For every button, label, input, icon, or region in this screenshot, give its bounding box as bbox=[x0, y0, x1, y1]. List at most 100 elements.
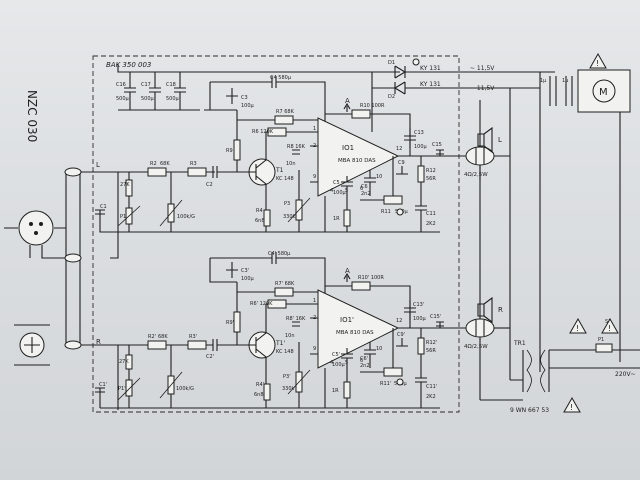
svg-text:C9: C9 bbox=[398, 160, 405, 166]
resistor-r2 bbox=[147, 167, 167, 177]
svg-text:2K2: 2K2 bbox=[426, 394, 436, 400]
svg-text:R7 68K: R7 68K bbox=[276, 109, 295, 115]
resistor-r3-right bbox=[187, 340, 207, 350]
svg-text:10n: 10n bbox=[286, 161, 296, 167]
svg-text:C4' 580µ: C4' 580µ bbox=[268, 251, 291, 257]
svg-text:R10 100R: R10 100R bbox=[360, 103, 385, 109]
svg-text:12: 12 bbox=[396, 318, 402, 324]
svg-text:1R: 1R bbox=[332, 388, 339, 394]
svg-text:2K2: 2K2 bbox=[426, 221, 436, 227]
svg-text:!: ! bbox=[576, 324, 579, 333]
resistor-r3 bbox=[187, 167, 207, 177]
svg-text:C13: C13 bbox=[414, 130, 424, 136]
svg-text:D2: D2 bbox=[388, 94, 395, 100]
pot-p1-right bbox=[125, 379, 133, 397]
svg-text:C5': C5' bbox=[332, 352, 340, 358]
resistor-r4 bbox=[263, 209, 271, 227]
svg-text:1: 1 bbox=[313, 298, 316, 304]
svg-text:C2': C2' bbox=[206, 354, 214, 360]
resistor-r10 bbox=[351, 109, 371, 119]
svg-text:C16: C16 bbox=[116, 82, 126, 88]
svg-text:R8 16K: R8 16K bbox=[287, 144, 306, 150]
svg-text:100k/G: 100k/G bbox=[177, 214, 195, 220]
mains-voltage: 220V~ bbox=[615, 371, 636, 378]
svg-text:2n2: 2n2 bbox=[360, 363, 370, 369]
channel-left: R2 68K 27K P1 100k/G C1 R3 C2 T1 K bbox=[95, 58, 510, 233]
svg-text:R6 120K: R6 120K bbox=[252, 129, 274, 135]
svg-text:1µ: 1µ bbox=[562, 78, 569, 84]
svg-text:P3': P3' bbox=[283, 374, 291, 380]
svg-text:R9: R9 bbox=[226, 148, 233, 154]
svg-text:C5: C5 bbox=[333, 180, 340, 186]
svg-text:C11': C11' bbox=[426, 384, 437, 390]
svg-text:C3': C3' bbox=[241, 268, 249, 274]
svg-text:C4 580µ: C4 580µ bbox=[270, 75, 292, 81]
svg-text:R4': R4' bbox=[256, 382, 264, 388]
supply-section: C16 500µ C17 500µ C18 500µ D1 KY 131 bbox=[116, 60, 555, 132]
warning-icon-3 bbox=[601, 317, 619, 334]
side-label: NZC 030 bbox=[25, 90, 39, 142]
svg-text:C2: C2 bbox=[206, 182, 213, 188]
svg-text:KY 131: KY 131 bbox=[420, 65, 441, 72]
svg-text:1: 1 bbox=[313, 126, 316, 132]
svg-text:100µ: 100µ bbox=[413, 316, 427, 322]
svg-text:R11': R11' bbox=[380, 381, 391, 387]
ic-io1-right bbox=[317, 289, 400, 369]
svg-text:!: ! bbox=[596, 59, 599, 68]
svg-text:500µ: 500µ bbox=[141, 96, 155, 102]
svg-text:100µ: 100µ bbox=[333, 190, 347, 196]
resistor-r4-right bbox=[263, 383, 271, 401]
svg-text:C11: C11 bbox=[426, 211, 436, 217]
svg-text:10n: 10n bbox=[285, 333, 295, 339]
svg-text:C6: C6 bbox=[361, 184, 368, 190]
svg-text:100k/G: 100k/G bbox=[176, 386, 194, 392]
svg-text:4: 4 bbox=[330, 188, 333, 194]
svg-text:R3': R3' bbox=[189, 334, 197, 340]
warning-icon-1 bbox=[589, 52, 607, 69]
svg-text:27K: 27K bbox=[119, 359, 129, 365]
speaker-r-connector bbox=[465, 318, 495, 338]
resistor-r7 bbox=[274, 115, 294, 125]
svg-text:100µ: 100µ bbox=[241, 276, 255, 282]
svg-text:10: 10 bbox=[376, 174, 382, 180]
resistor-r4b bbox=[343, 209, 351, 227]
resistor-r7-right bbox=[274, 287, 294, 297]
speaker-r-label: R bbox=[498, 306, 503, 314]
module-title: BAK 350 003 bbox=[106, 61, 151, 69]
resistor-r11 bbox=[383, 195, 403, 205]
svg-text:330k: 330k bbox=[282, 386, 295, 392]
svg-text:27K: 27K bbox=[120, 182, 130, 188]
svg-text:6: 6 bbox=[360, 358, 363, 364]
t1-ref: T1 bbox=[275, 167, 284, 174]
node-a-top: A bbox=[345, 97, 350, 105]
svg-text:C1: C1 bbox=[100, 204, 107, 210]
svg-text:1µ: 1µ bbox=[540, 78, 547, 84]
warning-icon-2 bbox=[569, 317, 587, 334]
svg-text:9: 9 bbox=[313, 174, 316, 180]
svg-text:P1: P1 bbox=[120, 214, 126, 220]
svg-text:68K: 68K bbox=[158, 334, 168, 340]
svg-text:KY 131: KY 131 bbox=[420, 81, 441, 88]
svg-text:R7' 68K: R7' 68K bbox=[275, 281, 295, 287]
speaker-r-spec: 4Ω/2,5W bbox=[464, 344, 488, 350]
motor-section: M 1µ 1µ ! bbox=[539, 52, 631, 120]
svg-text:C15: C15 bbox=[432, 142, 442, 148]
mains-section: TR1 9 WN 667 53 P1 220V~ S1 ! ! ! bbox=[479, 88, 640, 414]
svg-text:C17: C17 bbox=[141, 82, 151, 88]
svg-text:R11: R11 bbox=[381, 209, 391, 215]
svg-text:R2: R2 bbox=[150, 161, 157, 167]
input-section: L R bbox=[4, 161, 119, 410]
svg-text:P1': P1' bbox=[118, 386, 126, 392]
svg-text:C1': C1' bbox=[99, 382, 107, 388]
speaker-l-label: L bbox=[498, 136, 502, 144]
svg-text:100µ: 100µ bbox=[414, 144, 428, 150]
svg-text:D1: D1 bbox=[388, 60, 395, 66]
resistor-r12-right bbox=[417, 337, 425, 355]
svg-text:R8' 16K: R8' 16K bbox=[286, 316, 306, 322]
svg-text:C18: C18 bbox=[166, 82, 176, 88]
resistor-r10-right bbox=[351, 281, 371, 291]
channel-right: R2' 68K 27K P1' 100k/G C1' R3' C2' T1' K… bbox=[95, 251, 510, 409]
transformer-ref: TR1 bbox=[513, 340, 526, 347]
diode-d1: D1 KY 131 bbox=[372, 60, 470, 79]
